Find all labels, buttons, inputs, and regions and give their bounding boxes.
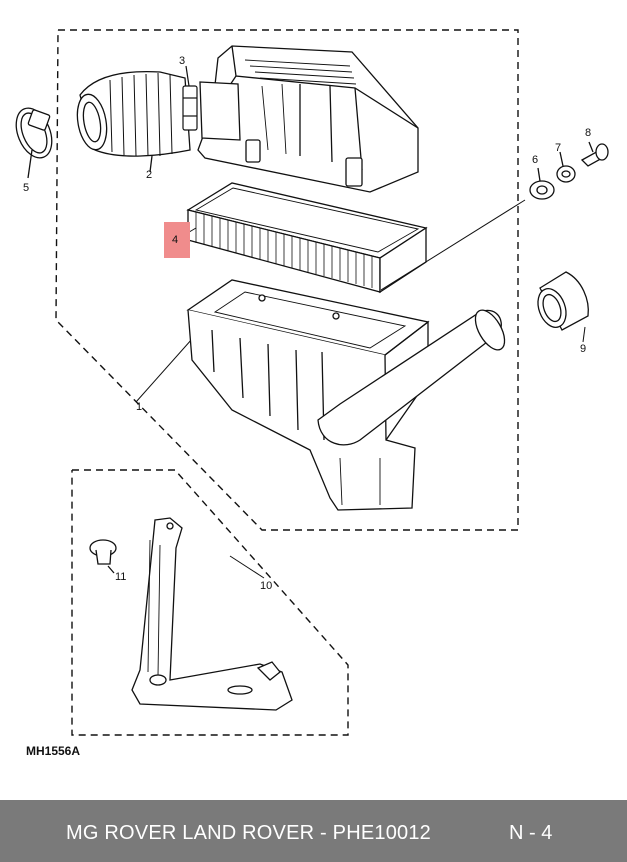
callout-3: 3: [179, 55, 185, 67]
parts-diagram: 1 2 3 4 5 6 7 8 9 10 11: [15, 29, 609, 736]
airbox-cover-part: [197, 45, 419, 193]
spacer-part: [556, 151, 576, 183]
panel-filter-part: [186, 182, 428, 294]
callout-2: 2: [146, 169, 152, 181]
filter-pleats: [195, 212, 373, 288]
callout-1: 1: [136, 401, 142, 413]
callout-9: 9: [580, 343, 586, 355]
footer-title: MG ROVER LAND ROVER - PHE10012: [66, 822, 431, 844]
callout-labels: 1 2 3 4 5 6 7 8 9 10 11: [23, 55, 591, 592]
push-clip-part: [89, 539, 117, 574]
hose-clamp-part: [15, 107, 53, 179]
callout-6: 6: [532, 154, 538, 166]
highlight-marker: [164, 222, 190, 258]
airbox-housing-part: [186, 279, 506, 511]
clip-part: [182, 65, 198, 131]
leader-lines: [135, 199, 586, 579]
footer-index: N - 4: [509, 822, 553, 844]
callout-10: 10: [260, 580, 272, 592]
diagram-reference-code: MH1556A: [26, 744, 81, 758]
hose-connector-part: [537, 271, 589, 331]
assembly-boundary-lower: [71, 469, 349, 736]
bolt-part: [580, 141, 609, 167]
callout-11: 11: [115, 571, 126, 583]
callout-7: 7: [555, 142, 561, 154]
bracket-part: [131, 517, 293, 711]
callout-5: 5: [23, 182, 29, 194]
callout-4: 4: [172, 234, 178, 246]
callout-8: 8: [585, 127, 591, 139]
intake-hose-part: [76, 70, 191, 173]
footer-bar: MG ROVER LAND ROVER - PHE10012 N - 4: [0, 800, 627, 862]
grommet-part: [529, 167, 555, 200]
